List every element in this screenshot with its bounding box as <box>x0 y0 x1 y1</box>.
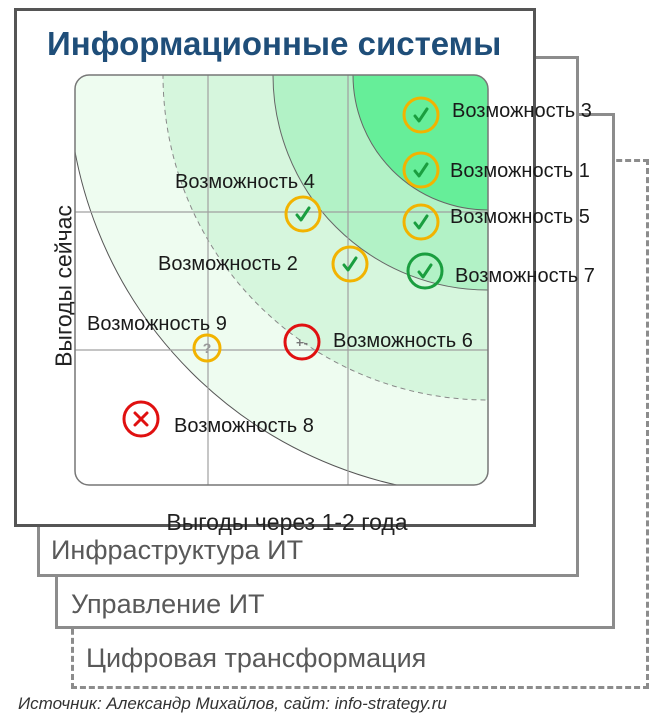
layer-label-it-management: Управление ИТ <box>71 589 265 619</box>
marker-ring <box>331 245 369 283</box>
opportunity-label: Возможность 2 <box>158 253 298 275</box>
opportunity-marker: Возможность 3 <box>402 96 592 134</box>
opportunity-label: Возможность 8 <box>174 415 314 437</box>
layer-label-it-infrastructure: Инфраструктура ИТ <box>51 535 304 565</box>
opportunity-marker: Возможность 4 <box>175 171 322 233</box>
opportunity-marker: Возможность 1 <box>402 151 590 189</box>
check-icon <box>413 107 429 123</box>
marker-ring <box>283 323 321 361</box>
opportunity-marker: Возможность 5 <box>402 203 590 241</box>
opportunity-marker: Возможность 7 <box>406 252 595 290</box>
x-axis-label: Выгоды через 1-2 года <box>166 509 408 535</box>
page-title: Информационные системы <box>47 25 502 62</box>
marker-ring <box>402 203 440 241</box>
opportunity-label: Возможность 3 <box>452 100 592 122</box>
opportunity-markers: Возможность 3 Возможность 1 Возможность 5 В… <box>87 96 595 438</box>
check-icon <box>417 263 433 279</box>
opportunity-label: Возможность 4 <box>175 171 315 193</box>
opportunity-marker: Возможность 8 <box>122 400 314 438</box>
zone-medium-benefit <box>163 75 488 400</box>
question-icon: ? <box>203 340 212 356</box>
marker-ring <box>122 400 160 438</box>
marker-ring <box>284 195 322 233</box>
opportunity-marker: +- Возможность 6 <box>283 323 473 361</box>
marker-ring <box>192 333 222 363</box>
opportunity-marker: Возможность 2 <box>158 245 369 283</box>
marker-ring <box>406 252 444 290</box>
source-caption: Источник: Александр Михайлов, сайт: info… <box>18 694 447 713</box>
layer-label-digital-transformation: Цифровая трансформация <box>86 643 427 673</box>
check-icon <box>413 162 429 178</box>
opportunity-marker: ? Возможность 9 <box>87 313 227 363</box>
check-icon <box>413 214 429 230</box>
plus-minus-icon: +- <box>296 335 308 350</box>
zone-high-benefit <box>273 75 488 290</box>
cross-icon <box>133 411 149 427</box>
check-icon <box>295 206 311 222</box>
zone-top-benefit <box>353 75 488 210</box>
marker-ring <box>402 151 440 189</box>
plot-border <box>74 74 489 486</box>
opportunity-label: Возможность 9 <box>87 313 227 335</box>
check-icon <box>342 256 358 272</box>
opportunity-label: Возможность 7 <box>455 265 595 287</box>
marker-ring <box>402 96 440 134</box>
opportunity-label: Возможность 1 <box>450 160 590 182</box>
opportunity-label: Возможность 5 <box>450 206 590 228</box>
opportunity-label: Возможность 6 <box>333 330 473 352</box>
